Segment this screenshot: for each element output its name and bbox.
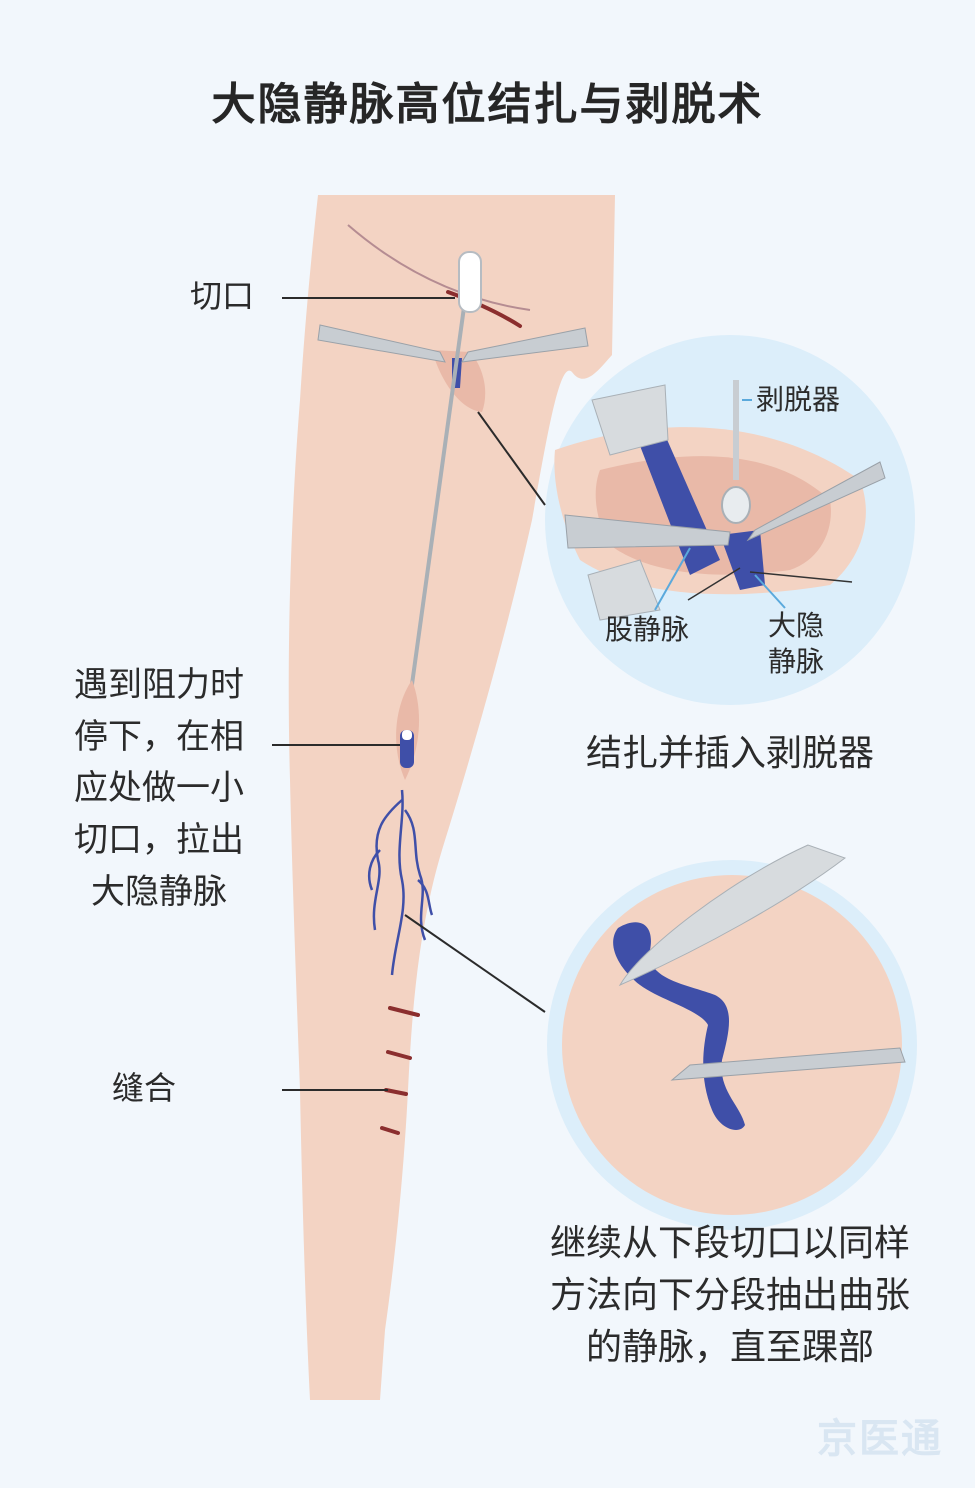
lower-forceps (670, 1047, 906, 1081)
resistance-note: 遇到阻力时 停下，在相 应处做一小 切口，拉出 大隐静脉 (48, 660, 270, 918)
incision-label: 切口 (190, 277, 255, 315)
gsv-detail (720, 530, 765, 590)
scalpel-blade (618, 844, 847, 987)
gsv-label-line2: 静脉 (768, 645, 825, 679)
detail-forceps-left (564, 514, 731, 549)
knot-leader (749, 571, 853, 583)
stripped-vein (613, 922, 745, 1130)
stripper-tip (402, 730, 412, 740)
forceps-right (461, 327, 589, 363)
ligate-caption: 结扎并插入剥脱器 (585, 733, 874, 774)
retractor-bottom (587, 559, 661, 621)
stripper-label: 剥脱器 (756, 383, 841, 416)
watermark-logo: 京医通 (817, 1416, 943, 1462)
retractor-top (591, 384, 669, 456)
continue-line: 方法向下分段抽出曲张 (549, 1275, 910, 1317)
leader-lines (272, 297, 546, 1091)
resistance-line: 应处做一小 (74, 768, 244, 809)
resistance-line: 大隐静脉 (91, 871, 227, 912)
page-title: 大隐静脉高位结扎与剥脱术 (211, 79, 764, 130)
crease-line (347, 224, 531, 311)
gsv-leader (754, 574, 786, 609)
detail-forceps-right (746, 461, 886, 542)
gsv-label: 大隐 静脉 (768, 608, 824, 681)
femoral-leader (654, 547, 691, 611)
resistance-line: 切口，拉出 (74, 820, 244, 861)
forceps-left (317, 324, 446, 363)
suture-marks (380, 1006, 420, 1135)
continue-line: 的静脉，直至踝部 (585, 1327, 874, 1369)
suture-label: 缝合 (112, 1069, 177, 1107)
continue-caption: 继续从下段切口以同样 方法向下分段抽出曲张 的静脉，直至踝部 (510, 1218, 950, 1375)
incision-mark (446, 290, 522, 328)
varicose-veins (368, 789, 434, 976)
resistance-line: 遇到阻力时 (74, 665, 244, 705)
continue-line: 继续从下段切口以同样 (549, 1223, 910, 1264)
stripper-head (721, 486, 751, 524)
stripper-handle (458, 251, 482, 313)
knot-leader-2 (687, 567, 741, 601)
gsv-label-line1: 大隐 (768, 609, 825, 642)
resistance-line: 停下，在相 (74, 716, 244, 757)
femoral-vein-label: 股静脉 (605, 613, 690, 646)
stripper-wire (403, 299, 467, 736)
leg-shape (288, 195, 615, 1400)
mid-vein (400, 730, 414, 768)
